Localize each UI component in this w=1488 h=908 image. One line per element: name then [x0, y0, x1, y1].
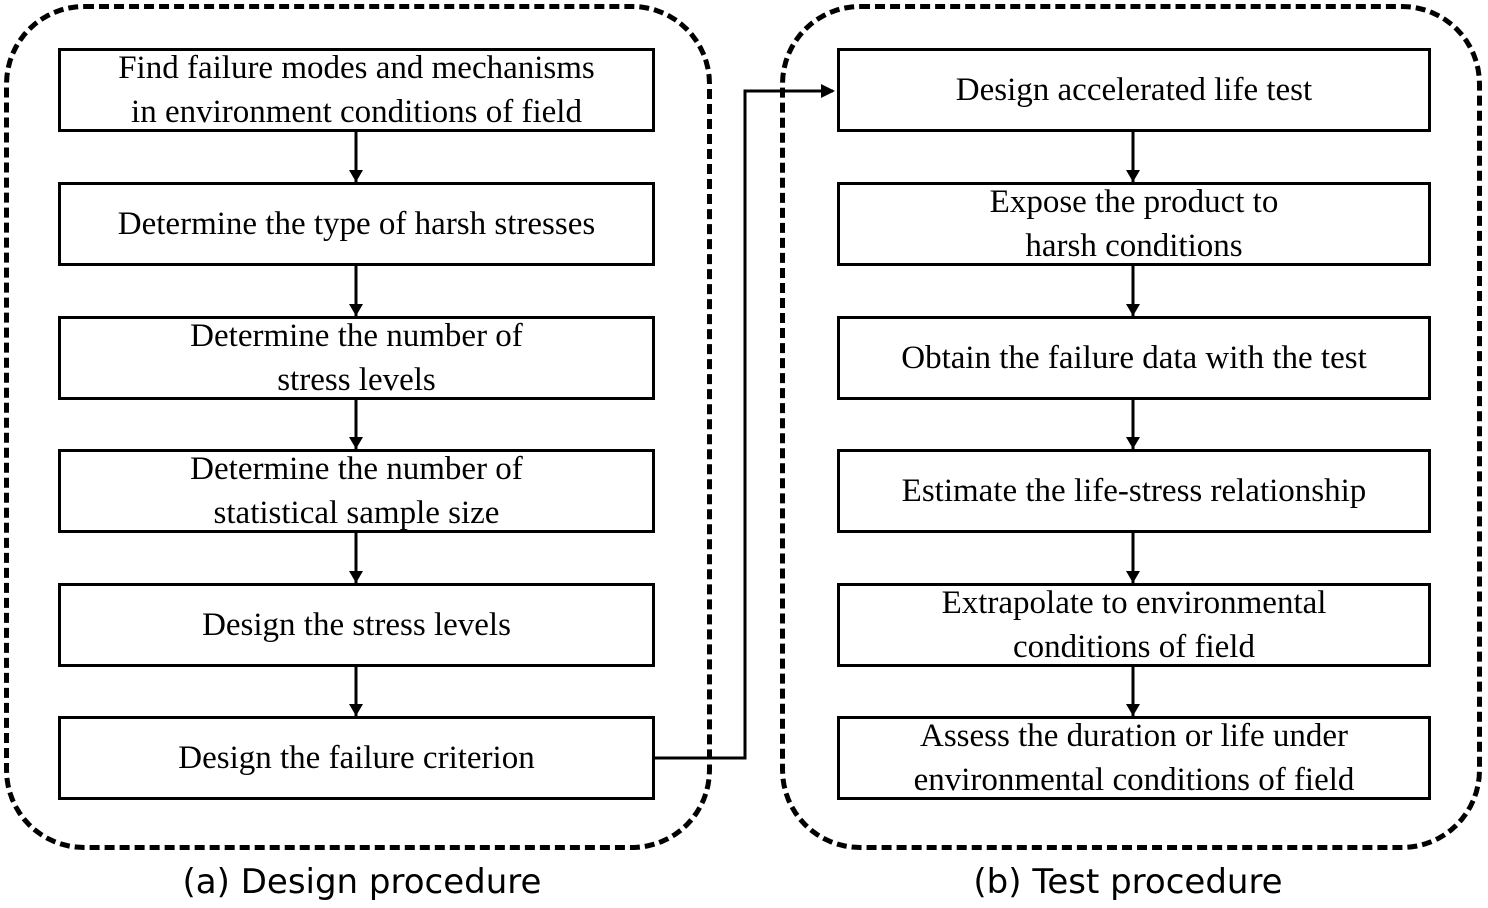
test-step-4-line-1: Estimate the life-stress relationship [901, 473, 1367, 509]
test-step-2: Expose the product to harsh conditions [837, 182, 1431, 266]
design-step-2-line-1: Determine the type of harsh stresses [117, 206, 596, 242]
arrowhead-design-2-3 [349, 304, 363, 316]
design-step-6-line-1: Design the failure criterion [178, 740, 535, 776]
test-step-4: Estimate the life-stress relationship [837, 449, 1431, 533]
arrowhead-design-4-5 [349, 571, 363, 583]
test-step-6-line-1: Assess the duration or life under [920, 718, 1348, 754]
arrowhead-test-2-3 [1126, 304, 1140, 316]
arrowhead-design-to-test [821, 84, 835, 98]
design-step-5: Design the stress levels [58, 583, 655, 667]
arrowhead-test-5-6 [1126, 704, 1140, 716]
design-step-6: Design the failure criterion [58, 716, 655, 800]
test-step-1-line-1: Design accelerated life test [955, 72, 1313, 108]
test-step-5-line-2: conditions of field [1013, 629, 1255, 665]
test-procedure-panel [780, 4, 1482, 850]
design-procedure-caption: (a) Design procedure [182, 862, 542, 902]
arrowhead-test-3-4 [1126, 437, 1140, 449]
design-step-1-line-1: Find failure modes and mechanisms [118, 50, 595, 86]
design-step-4: Determine the number of statistical samp… [58, 449, 655, 533]
design-step-2: Determine the type of harsh stresses [58, 182, 655, 266]
arrowhead-test-1-2 [1126, 170, 1140, 182]
design-step-3: Determine the number of stress levels [58, 316, 655, 400]
design-step-5-line-1: Design the stress levels [202, 607, 511, 643]
arrowhead-design-3-4 [349, 437, 363, 449]
design-step-1: Find failure modes and mechanisms in env… [58, 48, 655, 132]
design-step-4-line-2: statistical sample size [213, 495, 500, 531]
test-step-3: Obtain the failure data with the test [837, 316, 1431, 400]
test-step-2-line-1: Expose the product to [989, 184, 1279, 220]
test-step-1: Design accelerated life test [837, 48, 1431, 132]
test-step-3-line-1: Obtain the failure data with the test [901, 340, 1367, 376]
test-step-6-line-2: environmental conditions of field [913, 762, 1355, 798]
test-step-6: Assess the duration or life under enviro… [837, 716, 1431, 800]
test-step-2-line-2: harsh conditions [1025, 228, 1243, 264]
arrowhead-design-1-2 [349, 170, 363, 182]
test-procedure-caption: (b) Test procedure [973, 862, 1283, 902]
test-step-5: Extrapolate to environmental conditions … [837, 583, 1431, 667]
design-procedure-panel [4, 4, 712, 850]
arrowhead-test-4-5 [1126, 571, 1140, 583]
design-step-1-line-2: in environment conditions of field [131, 94, 582, 130]
design-step-3-line-1: Determine the number of [190, 318, 523, 354]
arrow-design-to-test [655, 89, 833, 760]
design-step-3-line-2: stress levels [277, 362, 436, 398]
design-step-4-line-1: Determine the number of [190, 451, 523, 487]
test-step-5-line-1: Extrapolate to environmental [941, 585, 1327, 621]
arrowhead-design-5-6 [349, 704, 363, 716]
